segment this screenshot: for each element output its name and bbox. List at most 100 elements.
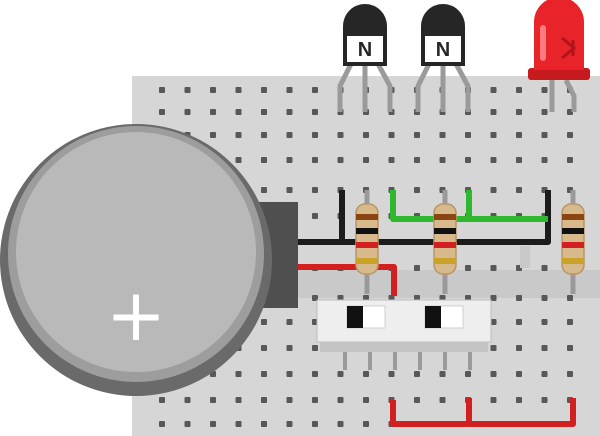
- transistor-2-marking: N: [436, 39, 450, 61]
- dip-switch-pins: [343, 352, 472, 370]
- rail-marker: [520, 246, 530, 268]
- breadboard-hole: [490, 132, 497, 138]
- switch-knob-1[interactable]: [347, 306, 363, 328]
- breadboard-hole: [261, 187, 267, 193]
- breadboard-hole: [286, 421, 293, 427]
- resistor-1[interactable]: [355, 190, 379, 294]
- breadboard-hole: [363, 371, 369, 377]
- coin-cell-battery[interactable]: +: [0, 124, 298, 396]
- breadboard-hole: [414, 187, 420, 193]
- breadboard-hole: [516, 345, 522, 351]
- breadboard-hole: [516, 87, 522, 93]
- breadboard-hole: [490, 371, 497, 377]
- breadboard-hole: [490, 319, 497, 325]
- breadboard-hole: [516, 371, 522, 377]
- switch-knob-2[interactable]: [425, 306, 441, 328]
- breadboard-hole: [159, 87, 165, 93]
- breadboard-hole: [286, 345, 293, 351]
- breadboard-hole: [516, 132, 522, 138]
- breadboard-hole: [312, 132, 318, 138]
- breadboard-hole: [235, 109, 242, 115]
- breadboard-hole: [541, 397, 548, 403]
- breadboard-hole: [516, 295, 522, 301]
- breadboard-hole: [490, 345, 497, 351]
- breadboard-hole: [184, 397, 191, 403]
- breadboard-hole: [337, 157, 344, 163]
- breadboard-hole: [261, 319, 267, 325]
- breadboard-hole: [159, 397, 165, 403]
- green-wire: [390, 190, 548, 222]
- breadboard-hole: [541, 87, 548, 93]
- breadboard-hole: [210, 397, 216, 403]
- breadboard-hole: [516, 187, 522, 193]
- breadboard-hole: [286, 132, 293, 138]
- breadboard-hole: [286, 157, 293, 163]
- breadboard-hole: [414, 371, 420, 377]
- breadboard-hole: [465, 132, 471, 138]
- breadboard-hole: [159, 421, 165, 427]
- breadboard-hole: [261, 109, 267, 115]
- breadboard-hole: [235, 397, 242, 403]
- breadboard-hole: [465, 371, 471, 377]
- breadboard-hole: [490, 109, 497, 115]
- red-wire-bottom: [390, 398, 576, 427]
- breadboard-hole: [541, 157, 548, 163]
- breadboard-hole: [235, 87, 242, 93]
- breadboard-hole: [541, 132, 548, 138]
- breadboard-hole: [541, 345, 548, 351]
- led[interactable]: [528, 0, 590, 112]
- breadboard-hole: [414, 265, 420, 271]
- breadboard-hole: [567, 345, 573, 351]
- breadboard-hole: [184, 87, 191, 93]
- breadboard-hole: [439, 371, 446, 377]
- breadboard-hole: [261, 397, 267, 403]
- breadboard-hole: [286, 319, 293, 325]
- breadboard-hole: [159, 109, 165, 115]
- transistor-2[interactable]: N: [421, 4, 465, 66]
- breadboard-hole: [312, 397, 318, 403]
- breadboard-hole: [235, 371, 242, 377]
- breadboard-hole: [465, 157, 471, 163]
- resistor-3[interactable]: [561, 190, 585, 294]
- breadboard-hole: [184, 421, 191, 427]
- breadboard-hole: [312, 109, 318, 115]
- resistor-2[interactable]: [433, 190, 457, 294]
- breadboard-hole: [567, 157, 573, 163]
- breadboard-hole: [312, 87, 318, 93]
- dip-switch[interactable]: [316, 299, 492, 370]
- breadboard-hole: [337, 397, 344, 403]
- breadboard-hole: [439, 397, 446, 403]
- breadboard-hole: [414, 157, 420, 163]
- battery-face: [16, 132, 256, 372]
- breadboard-hole: [210, 109, 216, 115]
- breadboard-hole: [388, 157, 395, 163]
- breadboard-hole: [210, 421, 216, 427]
- breadboard-hole: [363, 132, 369, 138]
- breadboard-hole: [337, 421, 344, 427]
- breadboard-hole: [261, 421, 267, 427]
- breadboard-hole: [490, 87, 497, 93]
- breadboard-hole: [286, 397, 293, 403]
- breadboard-hole: [541, 371, 548, 377]
- breadboard-hole: [490, 157, 497, 163]
- black-wire-ground: [296, 190, 551, 245]
- transistor-leads: [337, 60, 471, 112]
- breadboard-hole: [414, 397, 420, 403]
- breadboard-hole: [516, 319, 522, 325]
- breadboard-hole: [312, 421, 318, 427]
- breadboard-hole: [261, 157, 267, 163]
- breadboard-hole: [312, 213, 318, 219]
- breadboard-hole: [261, 132, 267, 138]
- breadboard-hole: [286, 109, 293, 115]
- breadboard-hole: [363, 157, 369, 163]
- breadboard-hole: [567, 371, 573, 377]
- breadboard-hole: [414, 132, 420, 138]
- breadboard-hole: [235, 421, 242, 427]
- transistor-1[interactable]: N: [343, 4, 387, 66]
- breadboard-hole: [286, 87, 293, 93]
- breadboard-hole: [184, 109, 191, 115]
- breadboard-hole: [235, 132, 242, 138]
- breadboard-hole: [286, 187, 293, 193]
- breadboard-hole: [541, 265, 548, 271]
- breadboard-hole: [312, 187, 318, 193]
